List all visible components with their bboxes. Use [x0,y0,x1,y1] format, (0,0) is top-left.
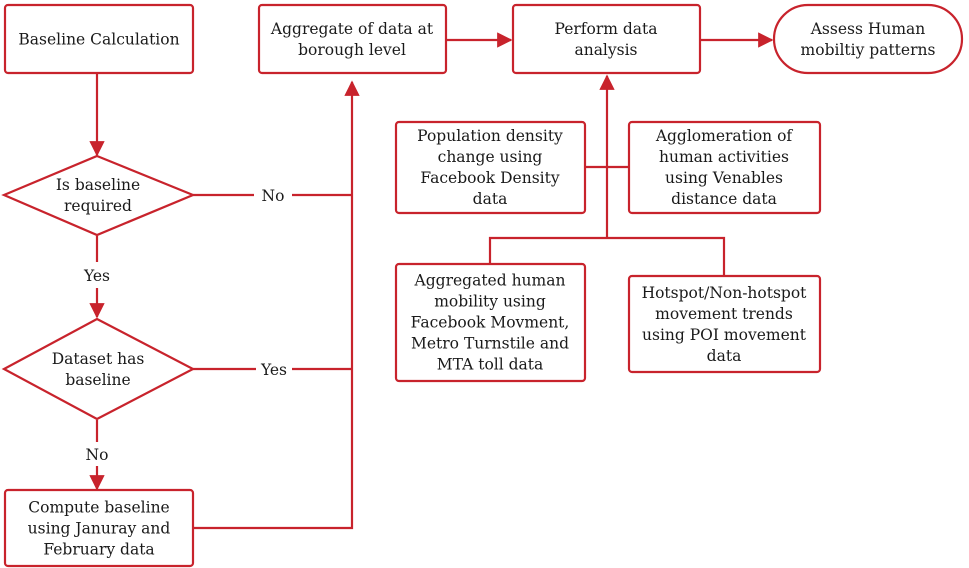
node-text-line: data [707,347,742,365]
node-agglomeration [627,120,822,215]
node-aggregated-mobility [394,262,587,383]
node-text-line: Facebook Density [420,169,559,187]
node-hotspot-trends [627,274,822,374]
node-population-density [394,120,587,215]
node-text-line: data [473,190,508,208]
text-perform-analysis: Perform data analysis [554,20,657,59]
node-text-line: required [64,197,132,215]
text-baseline-calculation: Baseline Calculation [18,31,179,49]
node-compute-baseline [3,488,195,568]
node-text-line: Population density [417,127,563,145]
node-text-line: baseline [65,371,130,389]
node-text-line: change using [438,148,543,166]
node-assess-mobility [772,3,964,75]
node-text-line: mobiltiy patterns [801,41,936,59]
node-text-line: movement trends [655,305,793,323]
node-text-line: Assess Human [810,20,926,38]
node-text-line: mobility using [434,293,546,311]
node-text-line: using Venables [665,169,783,187]
label-no-top: No [262,187,285,205]
node-text-line: MTA toll data [437,356,544,374]
node-text-line: Baseline Calculation [18,31,179,49]
label-no-down: No [86,446,109,464]
label-yes-right: Yes [260,361,287,379]
label-yes-down: Yes [83,267,110,285]
node-text-line: Dataset has [52,350,145,368]
text-agglomeration: Agglomeration of human activities using Ve… [655,127,794,208]
text-is-baseline-required: Is baseline required [56,176,140,215]
connectors [89,32,774,530]
node-text-line: Perform data [554,20,657,38]
text-hotspot-trends: Hotspot/Non-hotspot movement trends using … [642,284,808,365]
nodes [1,3,964,568]
node-text-line: using POI movement [642,326,807,344]
node-text-line: Agglomeration of [655,127,794,145]
node-text-line: borough level [298,41,406,59]
node-text-line: Aggregated human [414,272,566,290]
node-text-line: Facebook Movment, [411,314,570,332]
node-text-line: Metro Turnstile and [411,335,569,353]
node-text-line: using Januray and [28,520,171,538]
node-text-line: Is baseline [56,176,140,194]
node-text-line: Aggregate of data at [270,20,434,38]
edge-labels: No Yes Yes No [83,187,287,464]
node-text-line: February data [43,541,154,559]
node-is-baseline-required [1,154,196,237]
node-text-line: Compute baseline [28,499,169,517]
node-text-line: analysis [574,41,637,59]
node-text-line: human activities [659,148,789,166]
node-baseline-calculation [3,3,195,75]
node-text-line: Hotspot/Non-hotspot [642,284,808,302]
edge-lower-inputs [488,236,726,275]
node-labels: Baseline Calculation Is baseline required… [18,20,935,559]
node-dataset-has-baseline [1,317,196,421]
node-aggregate-borough [257,3,448,75]
text-dataset-has-baseline: Dataset has baseline [52,350,145,389]
text-assess-mobility: Assess Human mobiltiy patterns [801,20,936,59]
node-text-line: distance data [671,190,777,208]
node-perform-analysis [511,3,702,75]
text-aggregate-borough: Aggregate of data at borough level [270,20,434,59]
edge-compute-to-aggregate [193,80,360,530]
